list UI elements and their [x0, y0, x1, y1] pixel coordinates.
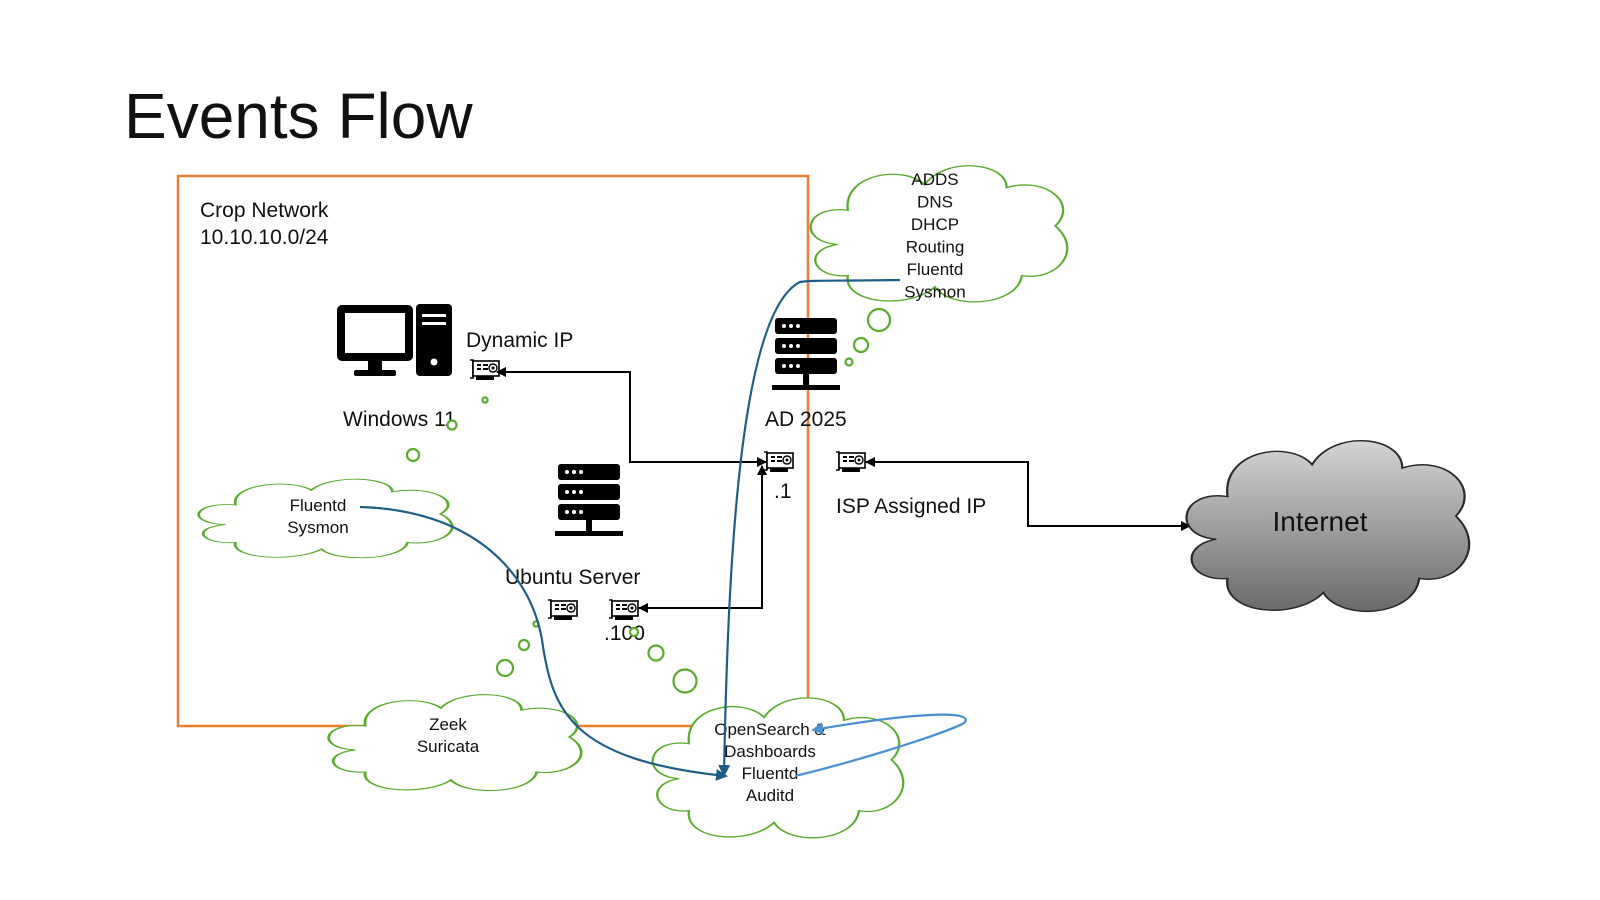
windows-label: Windows 11	[343, 408, 456, 431]
page-title: Events Flow	[124, 80, 473, 152]
windows-services-line: Sysmon	[287, 518, 348, 537]
desktop-computer-icon	[337, 304, 452, 376]
ad-services-line: DHCP	[911, 215, 959, 234]
ad-services-line: Routing	[906, 238, 965, 257]
ubuntu-label: Ubuntu Server	[505, 566, 640, 589]
ad-internal-ip-label: .1	[774, 480, 792, 503]
siem-line: Auditd	[746, 786, 794, 805]
flow-auditd-loop	[794, 713, 967, 778]
flow-windows-to-siem	[359, 505, 728, 781]
network-name: Crop Network	[200, 199, 329, 222]
network-subnet: 10.10.10.0/24	[200, 226, 329, 249]
ad-services-line: Fluentd	[907, 260, 964, 279]
thought-bubble-dot	[495, 658, 515, 678]
network-card-icon	[470, 359, 500, 380]
ad-label: AD 2025	[765, 408, 847, 431]
ad-services-line: DNS	[917, 193, 953, 212]
thought-bubble-dot	[866, 307, 892, 333]
ubuntu-sensors-line: Suricata	[417, 737, 480, 756]
network-boundary	[176, 174, 810, 728]
ad-services-line: ADDS	[911, 170, 958, 189]
siem-line: Fluentd	[742, 764, 799, 783]
server-rack-icon	[555, 464, 623, 536]
connector-windows-ad	[496, 367, 767, 467]
ubuntu-sensors-line: Zeek	[429, 715, 467, 734]
thought-bubble-dot	[672, 668, 698, 694]
connector-ad-internet	[865, 457, 1191, 531]
thought-bubble-dot	[628, 626, 640, 638]
network-card-icon	[836, 451, 866, 472]
siem-line: Dashboards	[724, 742, 816, 761]
network-card-icon	[609, 599, 639, 620]
siem-line: OpenSearch &	[714, 720, 826, 739]
network-card-icon	[764, 451, 794, 472]
network-card-icon	[548, 599, 578, 620]
flow-ad-to-siem	[718, 278, 901, 777]
thought-bubble-dot	[517, 638, 531, 652]
ad-external-ip-label: ISP Assigned IP	[836, 495, 986, 518]
thought-bubbles	[405, 307, 892, 694]
thought-bubble-dot	[446, 419, 458, 431]
connector-ubuntu-ad	[638, 465, 767, 613]
thought-bubble-dot	[405, 447, 421, 463]
server-rack-icon	[772, 318, 840, 390]
ad-services-line: Sysmon	[904, 283, 965, 302]
thought-bubble-dot	[481, 396, 489, 404]
thought-bubble-dot	[647, 644, 665, 662]
internet-label: Internet	[1273, 506, 1368, 537]
thought-bubble-dot	[844, 357, 854, 367]
windows-ip-label: Dynamic IP	[466, 329, 573, 352]
windows-services-line: Fluentd	[290, 496, 347, 515]
thought-bubble-dot	[852, 336, 870, 354]
internet-cloud: Internet	[1187, 441, 1470, 612]
